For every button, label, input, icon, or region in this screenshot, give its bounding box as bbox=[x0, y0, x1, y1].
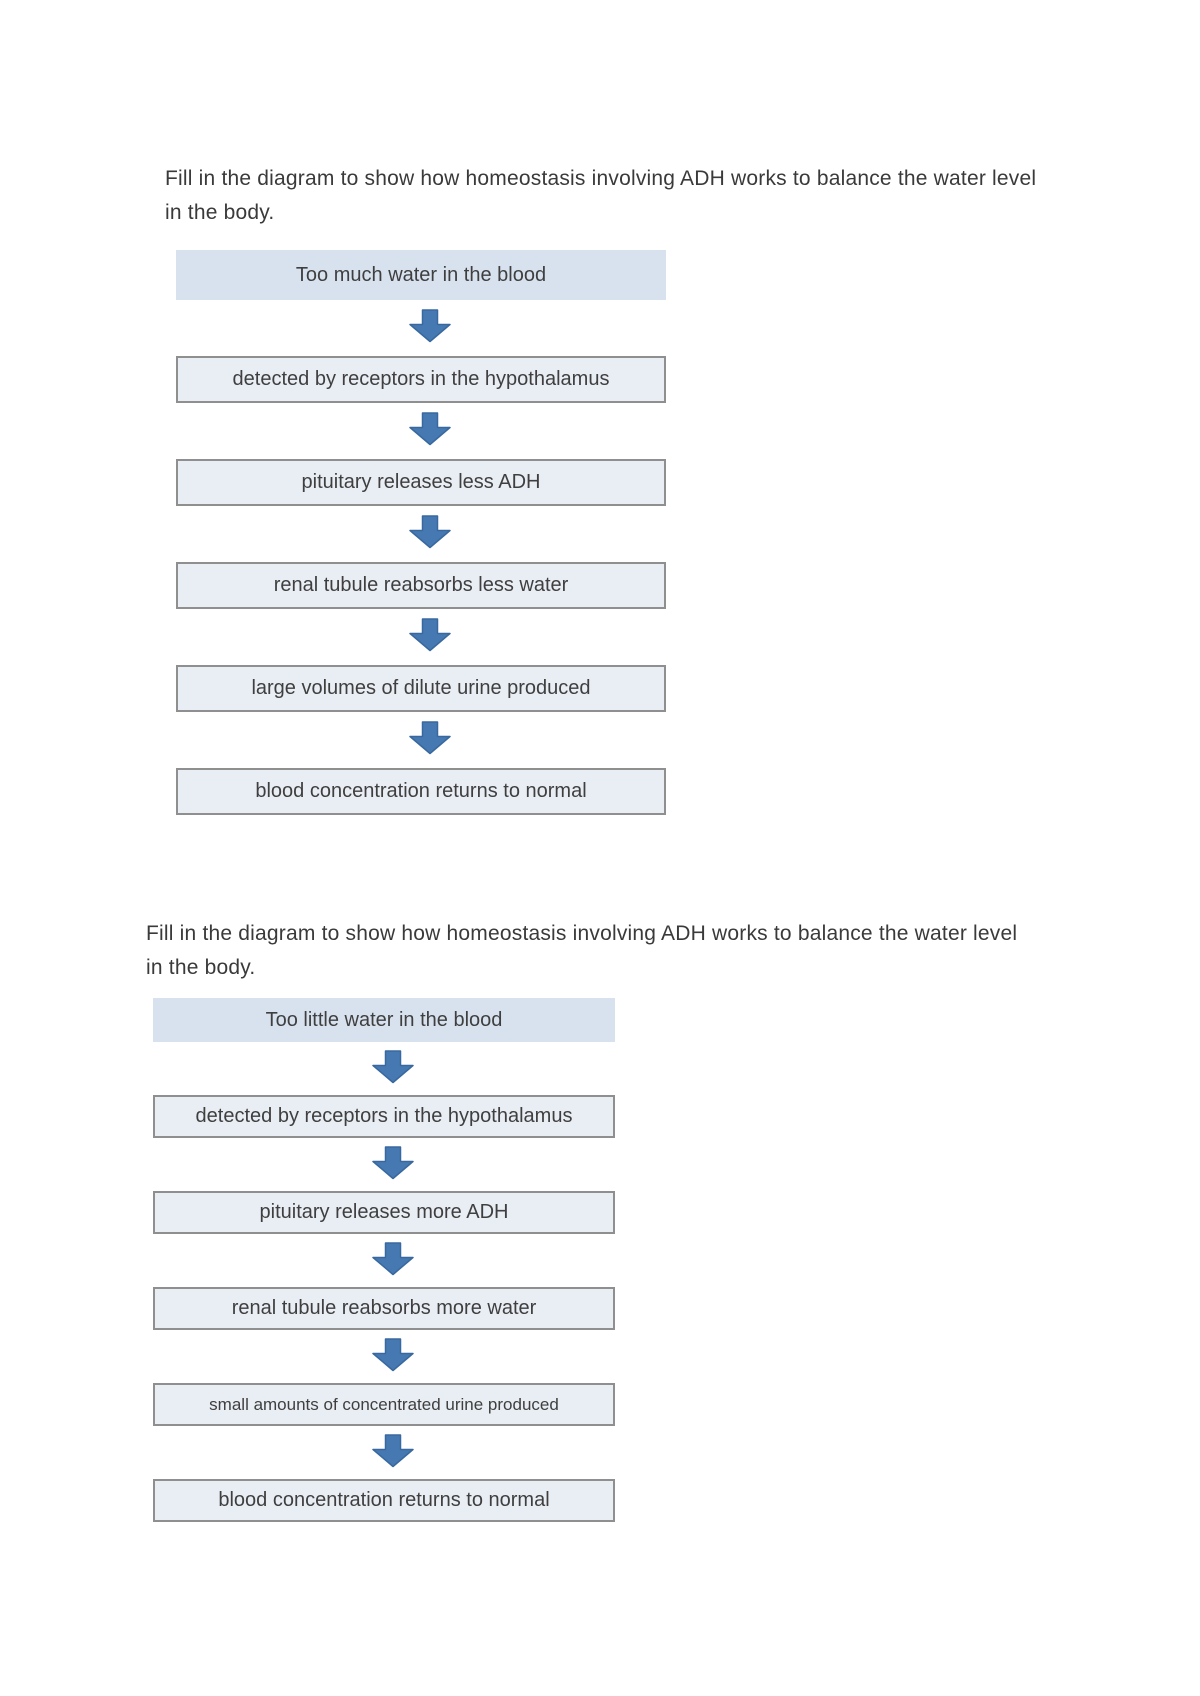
flow-step-box[interactable]: renal tubule reabsorbs less water bbox=[176, 562, 666, 609]
flow-step-box[interactable]: large volumes of dilute urine produced bbox=[176, 665, 666, 712]
down-arrow-icon bbox=[162, 1242, 624, 1276]
instruction-text: Fill in the diagram to show how homeosta… bbox=[146, 922, 1018, 980]
down-arrow-icon bbox=[185, 721, 675, 755]
flow-start-box: Too much water in the blood bbox=[176, 250, 666, 300]
down-arrow-icon bbox=[185, 515, 675, 549]
flow-step-box[interactable]: detected by receptors in the hypothalamu… bbox=[176, 356, 666, 403]
flow-start-box: Too little water in the blood bbox=[153, 998, 615, 1042]
flow-step-box[interactable]: detected by receptors in the hypothalamu… bbox=[153, 1095, 615, 1138]
flow-step-box[interactable]: pituitary releases less ADH bbox=[176, 459, 666, 506]
down-arrow-icon bbox=[185, 412, 675, 446]
down-arrow-icon bbox=[162, 1338, 624, 1372]
down-arrow-icon bbox=[162, 1434, 624, 1468]
down-arrow-icon bbox=[185, 309, 675, 343]
adh-flowchart-too-little-water: Too little water in the blood detected b… bbox=[153, 998, 615, 1522]
flow-step-box[interactable]: blood concentration returns to normal bbox=[176, 768, 666, 815]
flow-step-box[interactable]: renal tubule reabsorbs more water bbox=[153, 1287, 615, 1330]
down-arrow-icon bbox=[162, 1146, 624, 1180]
instruction-text: Fill in the diagram to show how homeosta… bbox=[165, 167, 1037, 225]
adh-flowchart-too-much-water: Too much water in the blood detected by … bbox=[176, 250, 666, 815]
flow-step-box[interactable]: small amounts of concentrated urine prod… bbox=[153, 1383, 615, 1426]
flow-step-box[interactable]: pituitary releases more ADH bbox=[153, 1191, 615, 1234]
down-arrow-icon bbox=[162, 1050, 624, 1084]
flow-step-box[interactable]: blood concentration returns to normal bbox=[153, 1479, 615, 1522]
down-arrow-icon bbox=[185, 618, 675, 652]
